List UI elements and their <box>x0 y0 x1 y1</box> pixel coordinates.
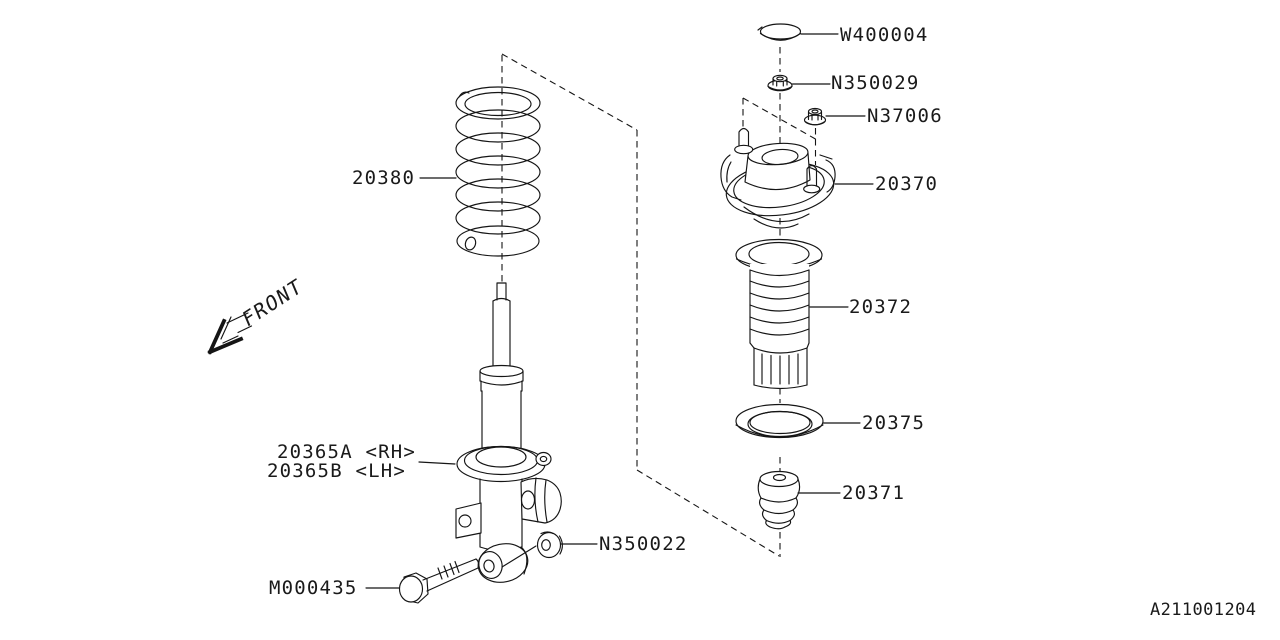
label-bolt: M000435 <box>269 577 358 599</box>
label-dust-cover: 20372 <box>849 296 913 318</box>
coil-spring-drawing <box>455 86 541 257</box>
label-dust-cap: W400004 <box>840 24 929 46</box>
mount-nut-drawing <box>767 74 793 92</box>
flange-nut-drawing <box>803 107 827 126</box>
label-strut-mount: 20370 <box>875 173 939 195</box>
label-helper-rubber: 20371 <box>842 482 906 504</box>
construction-dashed-lines <box>501 47 820 557</box>
label-strut-nut: N350022 <box>599 533 688 555</box>
bolt-drawing <box>398 558 480 604</box>
label-strut-rh: 20365A <RH> <box>277 441 417 463</box>
spring-seat-drawing <box>735 403 824 439</box>
front-arrow <box>207 312 253 355</box>
label-flange-nut: N37006 <box>867 105 943 127</box>
dust-cap-drawing <box>757 23 802 41</box>
label-coil-spring: 20380 <box>352 167 416 189</box>
label-spring-seat: 20375 <box>862 412 926 434</box>
leader-lines <box>365 33 874 589</box>
strut-drawing <box>455 282 562 583</box>
drawing-number: A211001204 <box>1150 600 1257 620</box>
strut-nut-drawing <box>536 531 563 559</box>
dust-cover-drawing <box>735 238 823 390</box>
helper-rubber-drawing <box>757 470 801 530</box>
label-mount-nut: N350029 <box>831 72 920 94</box>
strut-mount-drawing <box>720 127 836 229</box>
label-strut-lh: 20365B <LH> <box>267 460 407 482</box>
